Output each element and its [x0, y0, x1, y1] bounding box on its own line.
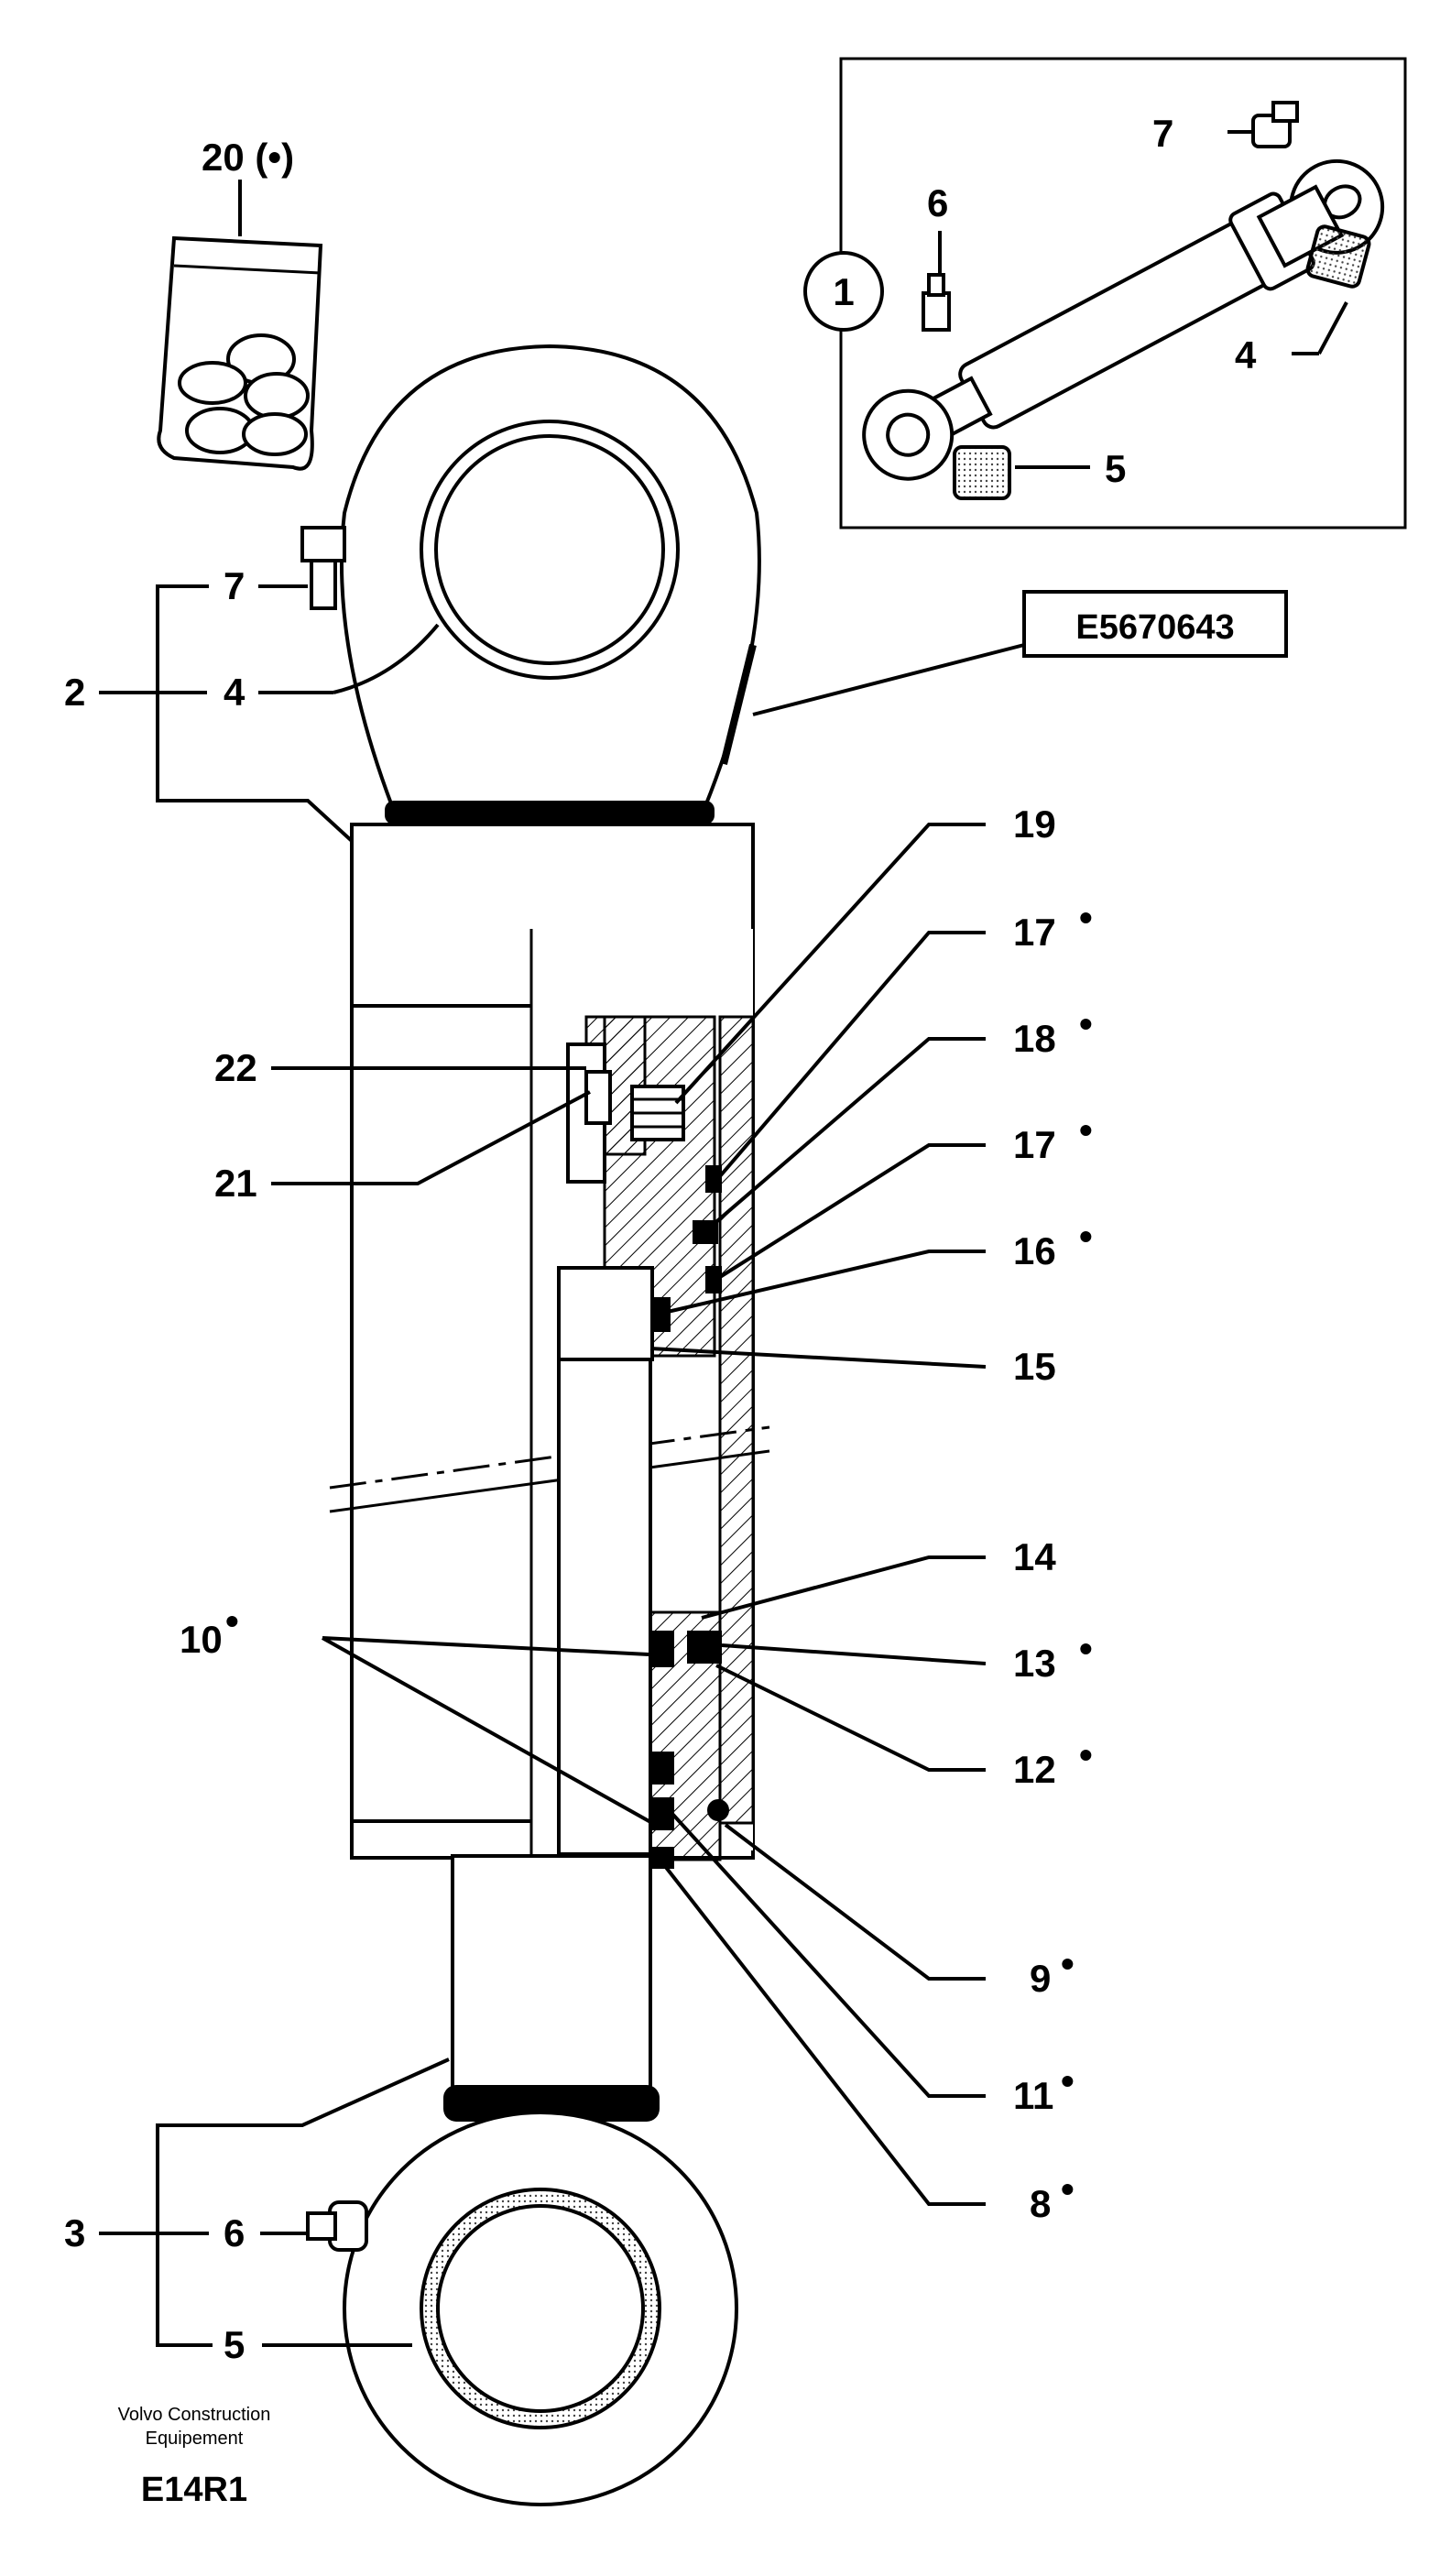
bullet-8: •: [1061, 2167, 1075, 2210]
diagram-code: E14R1: [141, 2471, 247, 2509]
manufacturer-line-2: Equipement: [146, 2429, 244, 2449]
part-code-box: [1022, 590, 1288, 658]
callout-inset-7: 7: [1152, 112, 1173, 155]
bullet-17-upper: •: [1079, 896, 1093, 939]
bottom-rod-eye: [306, 2111, 738, 2506]
callout-13: 13: [1013, 1642, 1056, 1685]
callout-3: 3: [64, 2211, 85, 2254]
bullet-11: •: [1061, 2059, 1075, 2102]
callout-8: 8: [1030, 2182, 1051, 2225]
callout-1: 1: [833, 270, 854, 313]
callout-inset-5: 5: [1105, 447, 1126, 490]
callout-15: 15: [1013, 1345, 1056, 1388]
callout-7: 7: [224, 564, 245, 607]
callout-17-lower: 17: [1013, 1123, 1056, 1166]
callout-4: 4: [224, 671, 245, 714]
callout-11: 11: [1013, 2074, 1053, 2117]
callout-21: 21: [214, 1162, 257, 1205]
bullet-17-lower: •: [1079, 1108, 1093, 1152]
inset-overview: [839, 57, 1407, 529]
callout-inset-6: 6: [927, 181, 948, 224]
callout-12: 12: [1013, 1748, 1056, 1791]
callout-10: 10: [180, 1618, 223, 1661]
callout-6: 6: [224, 2211, 245, 2254]
bullet-9: •: [1061, 1942, 1075, 1985]
bullet-12: •: [1079, 1733, 1093, 1776]
bullet-13: •: [1079, 1627, 1093, 1670]
seal-kit-bag: [157, 235, 323, 471]
callout-17-upper: 17: [1013, 911, 1056, 954]
bullet-16: •: [1079, 1215, 1093, 1258]
callout-22: 22: [214, 1046, 257, 1089]
bullet-18: •: [1079, 1002, 1093, 1045]
callout-14: 14: [1013, 1535, 1056, 1578]
part-code: E5670643: [1075, 608, 1234, 647]
cylinder-barrel: [329, 823, 770, 1869]
callout-19: 19: [1013, 802, 1056, 846]
callout-5: 5: [224, 2323, 245, 2366]
top-rod-eye: [300, 344, 761, 824]
callout-16: 16: [1013, 1229, 1056, 1272]
callout-18: 18: [1013, 1017, 1056, 1060]
piston-rod: [443, 1266, 660, 2122]
callout-2: 2: [64, 671, 85, 714]
callout-9: 9: [1030, 1957, 1051, 2000]
manufacturer-line-1: Volvo Construction: [118, 2405, 271, 2425]
callout-20: 20 (•): [202, 136, 294, 179]
bullet-10: •: [225, 1599, 239, 1643]
callout-inset-4: 4: [1235, 333, 1257, 377]
